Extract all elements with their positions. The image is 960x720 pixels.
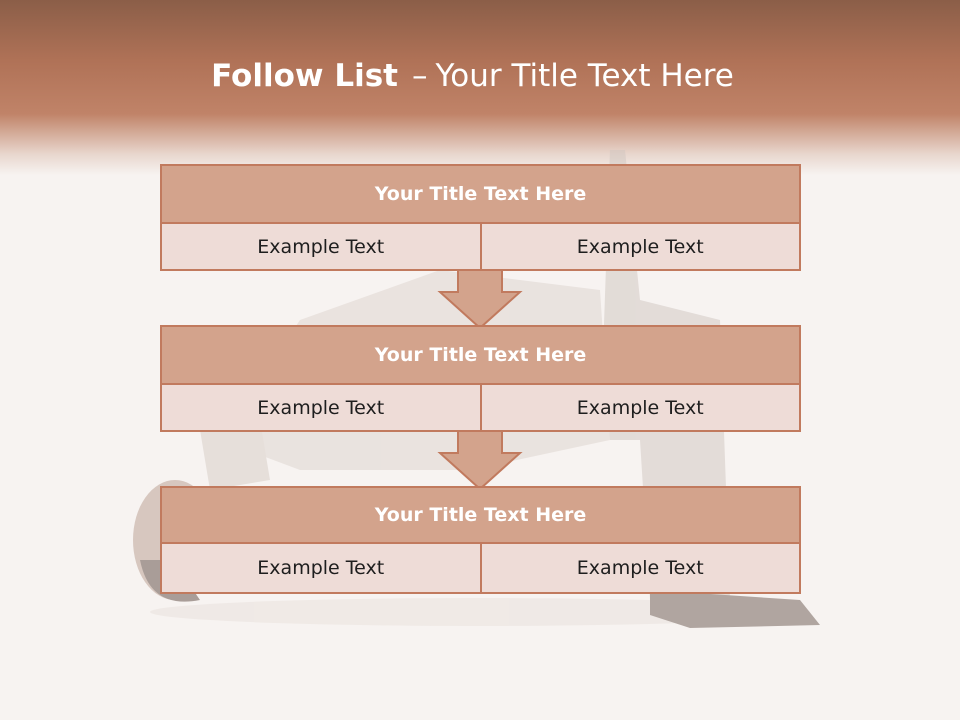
box-row: Example Text Example Text <box>162 385 799 430</box>
box-cell-right: Example Text <box>479 224 799 269</box>
box-title: Your Title Text Here <box>162 327 799 385</box>
box-cell-left: Example Text <box>162 224 480 269</box>
slide-title: Follow List–Your Title Text Here <box>0 56 945 96</box>
down-arrow-icon <box>437 270 523 330</box>
header-band <box>0 0 960 175</box>
box-cell-right: Example Text <box>479 385 799 430</box>
box-row: Example Text Example Text <box>162 544 799 592</box>
title-rest: Your Title Text Here <box>435 58 734 94</box>
box-cell-left: Example Text <box>162 385 480 430</box>
box-title: Your Title Text Here <box>162 488 799 544</box>
title-bold: Follow List <box>211 58 398 94</box>
list-box-1: Your Title Text Here Example Text Exampl… <box>160 164 801 271</box>
box-title: Your Title Text Here <box>162 166 799 224</box>
title-separator: – <box>411 58 428 94</box>
list-box-3: Your Title Text Here Example Text Exampl… <box>160 486 801 594</box>
box-cell-left: Example Text <box>162 544 480 592</box>
down-arrow-icon <box>437 431 523 491</box>
box-row: Example Text Example Text <box>162 224 799 269</box>
list-box-2: Your Title Text Here Example Text Exampl… <box>160 325 801 432</box>
box-cell-right: Example Text <box>479 544 799 592</box>
